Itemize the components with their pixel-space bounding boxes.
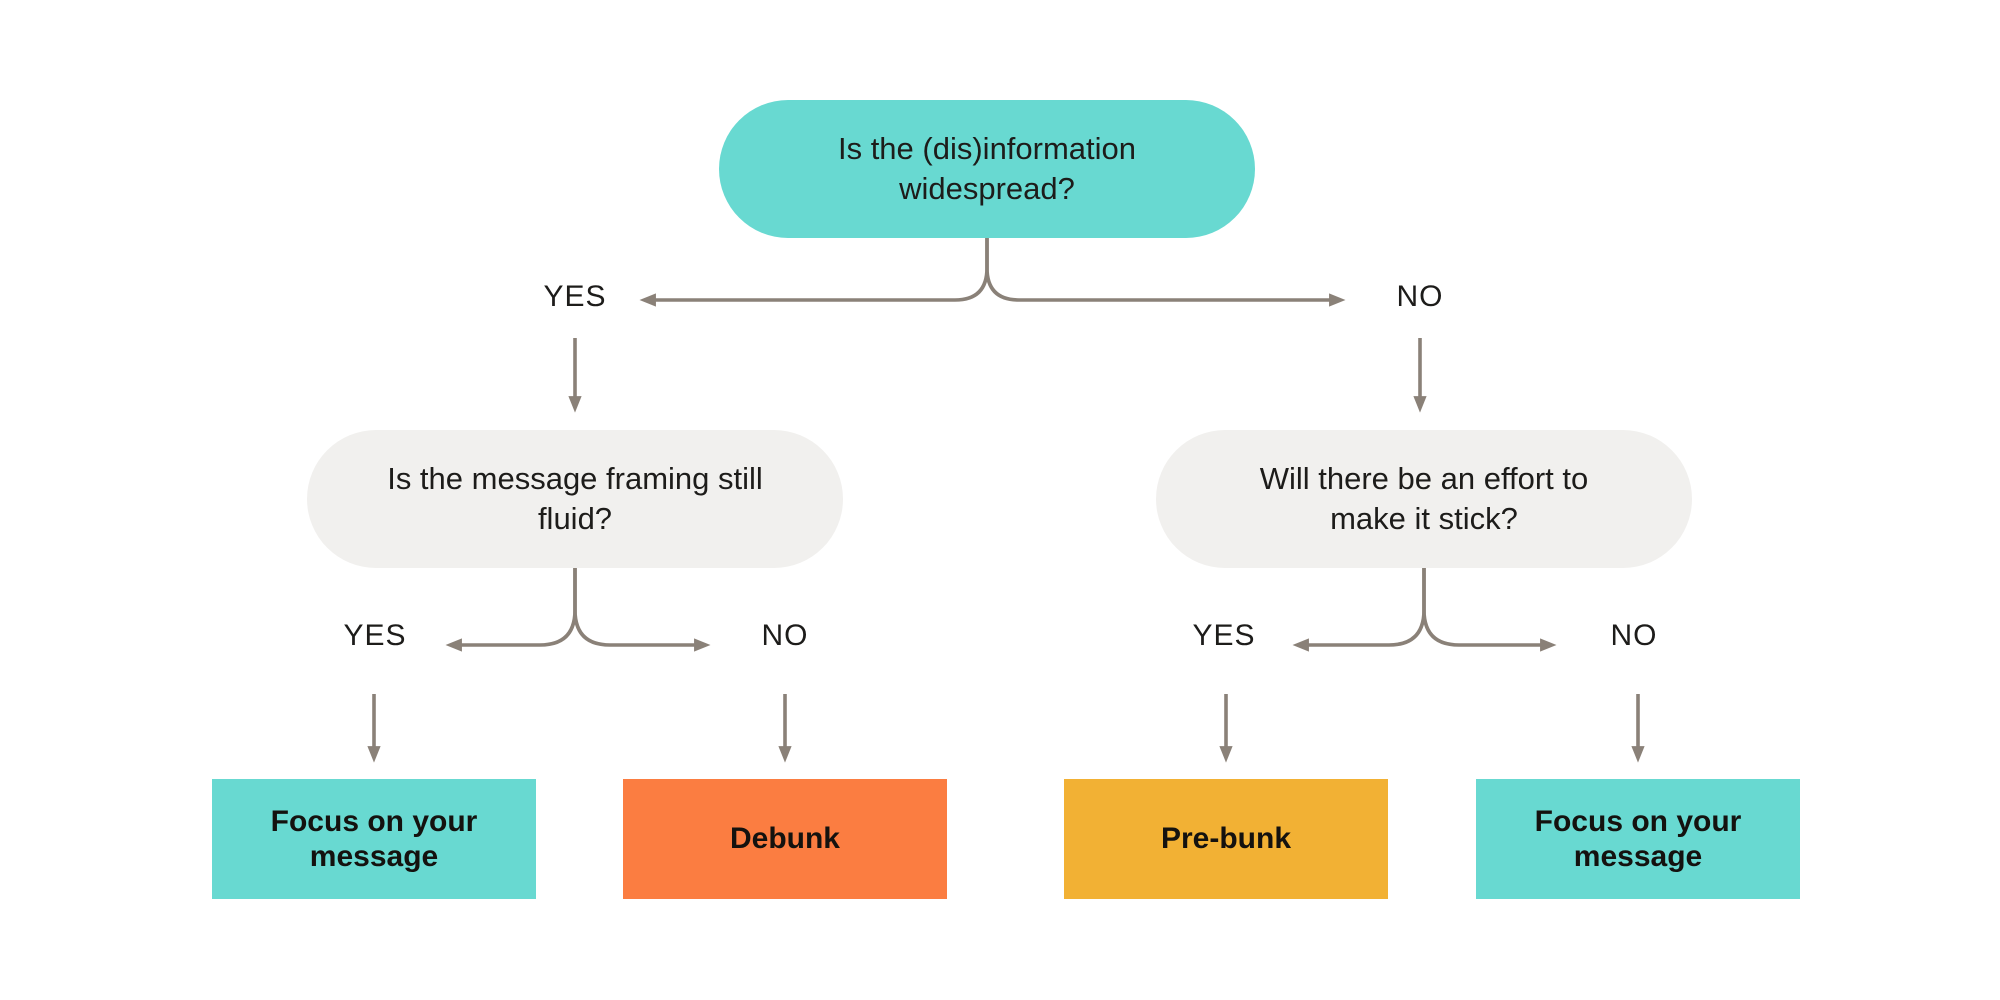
connector-right-question-to-no <box>1422 568 1557 652</box>
branch-label-yes-level1: YES <box>543 280 607 313</box>
branch-label-no-left-subtree: NO <box>761 619 809 652</box>
branch-label-no-level1: NO <box>1396 280 1444 313</box>
branch-label-yes-left-subtree: YES <box>343 619 407 652</box>
outcome-pre-bunk: Pre-bunk <box>1064 779 1388 899</box>
connector-right-question-to-yes <box>1292 568 1426 652</box>
connector-root-to-yes <box>639 238 989 307</box>
connector-left-question-to-yes <box>445 568 577 652</box>
connector-root-to-no <box>985 238 1346 307</box>
outcome-focus-on-your-message-right: Focus on your message <box>1476 779 1800 899</box>
connector-left-question-to-no <box>573 568 711 652</box>
left-question-node: Is the message framing still fluid? <box>307 430 843 568</box>
root-question-node: Is the (dis)information widespread? <box>719 100 1255 238</box>
branch-label-yes-right-subtree: YES <box>1192 619 1256 652</box>
outcome-focus-on-your-message-left: Focus on your message <box>212 779 536 899</box>
right-question-node: Will there be an effort to make it stick… <box>1156 430 1692 568</box>
outcome-debunk: Debunk <box>623 779 947 899</box>
branch-label-no-right-subtree: NO <box>1610 619 1658 652</box>
